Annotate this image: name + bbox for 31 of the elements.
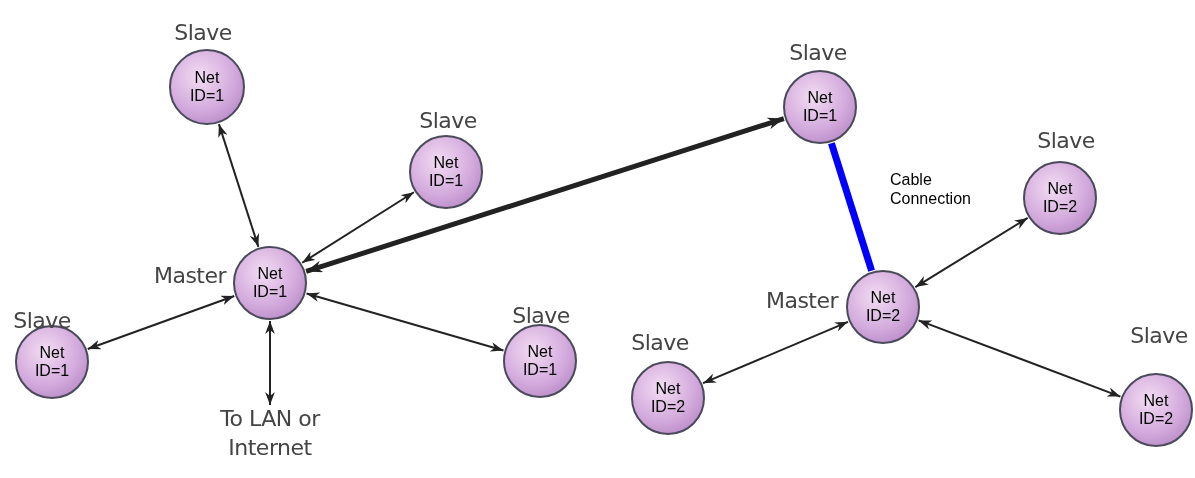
arrow [917, 319, 1122, 398]
net-id-label: Net ID=2 [1041, 179, 1079, 217]
net-id-label: Net ID=2 [864, 288, 902, 326]
net-id-label: Net ID=1 [427, 153, 465, 191]
net-id-label: Net ID=1 [33, 343, 71, 381]
arrow [914, 216, 1029, 289]
net-id-label: Net ID=2 [1137, 391, 1175, 429]
role-label: Slave [174, 19, 232, 45]
network-label: To LAN or Internet [207, 405, 333, 463]
role-label: Slave [789, 39, 847, 65]
net-id-label: Net ID=1 [801, 88, 839, 126]
role-label: Slave [1037, 127, 1095, 153]
role-label: Slave [512, 302, 570, 328]
net-id-label: Net ID=1 [521, 342, 559, 380]
arrow [265, 320, 275, 406]
arrow [702, 320, 849, 385]
role-label: Slave [13, 307, 71, 333]
cable-line [828, 142, 875, 272]
role-label: Master [153, 262, 227, 288]
role-label: Slave [1130, 322, 1188, 348]
arrow [301, 191, 415, 264]
arrow [86, 294, 236, 351]
arrow [217, 123, 261, 248]
net-id-label: Net ID=1 [251, 264, 289, 302]
role-label: Slave [419, 107, 477, 133]
net-id-label: Net ID=2 [649, 379, 687, 417]
role-label: Master [765, 287, 839, 313]
net-id-label: Net ID=1 [188, 68, 226, 106]
arrow [305, 116, 785, 274]
arrow [305, 291, 505, 353]
role-label: Slave [631, 329, 689, 355]
